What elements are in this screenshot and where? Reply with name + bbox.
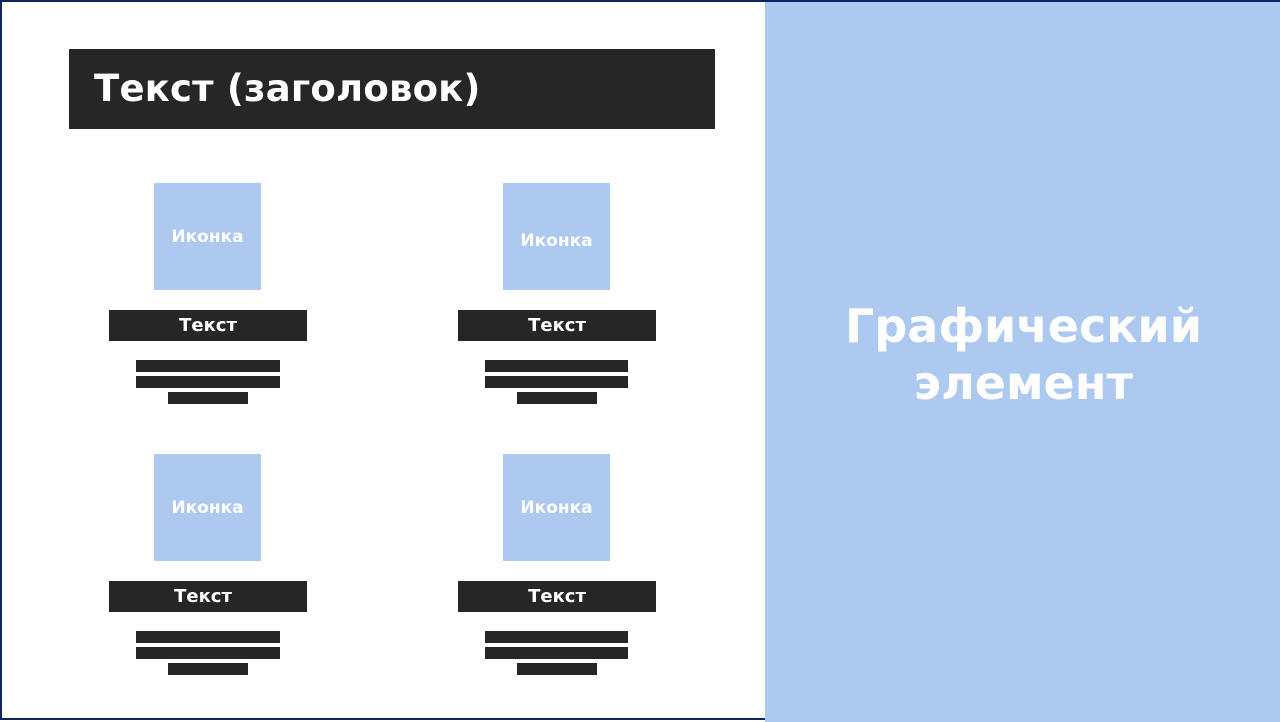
text-label-bar-4: Текст bbox=[458, 581, 656, 612]
icon-label: Иконка bbox=[520, 230, 593, 251]
icon-label: Иконка bbox=[520, 497, 593, 518]
graphic-element-label: Графический элемент bbox=[765, 298, 1280, 412]
text-label: Текст bbox=[528, 315, 586, 336]
text-label-bar-2: Текст bbox=[458, 310, 656, 341]
text-line-placeholder bbox=[517, 392, 597, 404]
text-line-placeholder bbox=[485, 631, 628, 643]
icon-placeholder-3: Иконка bbox=[154, 454, 261, 561]
text-label: Текст bbox=[179, 315, 237, 336]
icon-label: Иконка bbox=[171, 226, 244, 247]
icon-placeholder-4: Иконка bbox=[503, 454, 610, 561]
text-line-placeholder bbox=[136, 631, 280, 643]
icon-placeholder-2: Иконка bbox=[503, 183, 610, 290]
text-line-placeholder bbox=[485, 376, 628, 388]
text-label-bar-3: Текст bbox=[109, 581, 307, 612]
icon-placeholder-1: Иконка bbox=[154, 183, 261, 290]
text-line-placeholder bbox=[485, 360, 628, 372]
text-label-bar-1: Текст bbox=[109, 310, 307, 341]
text-line-placeholder bbox=[136, 360, 280, 372]
graphic-element-panel: Графический элемент bbox=[765, 2, 1280, 722]
text-label: Текст bbox=[528, 586, 586, 607]
text-line-placeholder bbox=[136, 647, 280, 659]
graphic-element-line-1: Графический bbox=[845, 299, 1202, 353]
text-line-placeholder bbox=[136, 376, 280, 388]
text-line-placeholder bbox=[168, 663, 248, 675]
graphic-element-line-2: элемент bbox=[913, 356, 1134, 410]
text-line-placeholder bbox=[168, 392, 248, 404]
icon-label: Иконка bbox=[171, 497, 244, 518]
text-line-placeholder bbox=[485, 647, 628, 659]
title-bar: Текст (заголовок) bbox=[69, 49, 715, 129]
text-line-placeholder bbox=[517, 663, 597, 675]
page-title: Текст (заголовок) bbox=[94, 67, 481, 110]
text-label: Текст bbox=[174, 586, 232, 607]
